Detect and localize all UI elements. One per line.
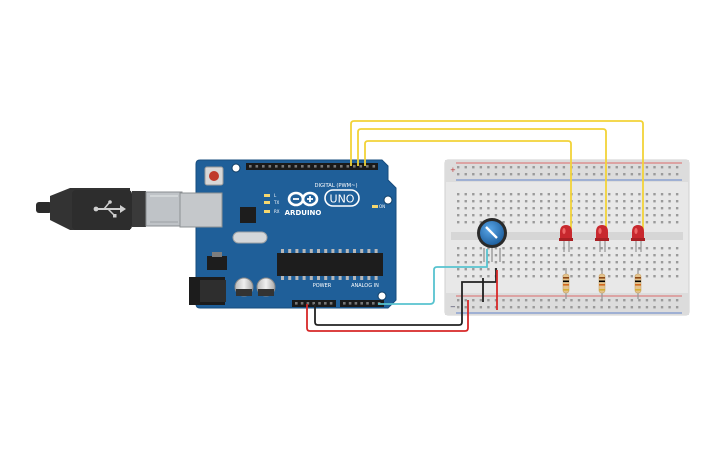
header-pin[interactable]: [318, 302, 321, 305]
rail-plus-label: +: [450, 166, 456, 174]
resistor[interactable]: [634, 268, 642, 299]
header-pin[interactable]: [300, 302, 304, 305]
header-pin[interactable]: [249, 165, 252, 168]
header-pin[interactable]: [343, 302, 346, 305]
tx-label: TX: [273, 200, 279, 205]
wire-led-1[interactable]: [364, 140, 572, 232]
header-pin[interactable]: [306, 302, 310, 305]
breadboard-holes[interactable]: [457, 166, 679, 309]
capacitor: [234, 277, 254, 297]
header-pin[interactable]: [295, 302, 298, 305]
header-pin[interactable]: [354, 302, 358, 305]
rx-label: RX: [274, 209, 280, 214]
arduino-logo: ARDUINO: [285, 191, 322, 217]
header-pin[interactable]: [327, 165, 330, 168]
reset-button[interactable]: [204, 166, 224, 186]
header-pin[interactable]: [301, 165, 304, 168]
on-led-label: ON: [379, 204, 385, 209]
rail-minus-label: −: [450, 303, 456, 311]
wire-led-3[interactable]: [350, 120, 644, 232]
header-pin[interactable]: [307, 165, 311, 168]
resistor[interactable]: [562, 268, 570, 299]
header-pin[interactable]: [275, 165, 278, 168]
header-pin[interactable]: [346, 165, 350, 168]
potentiometer[interactable]: [477, 218, 507, 262]
header-pin[interactable]: [281, 165, 285, 168]
atmega-chip: [277, 249, 383, 280]
tx-rx-leds: L TX RX ON: [264, 193, 385, 214]
digital-pin-row[interactable]: [249, 165, 376, 168]
voltage-regulator: [207, 252, 227, 270]
header-pin[interactable]: [320, 165, 324, 168]
header-pin[interactable]: [348, 302, 352, 305]
header-pin[interactable]: [372, 302, 375, 305]
header-pin[interactable]: [333, 165, 337, 168]
header-pin[interactable]: [324, 302, 327, 305]
header-pin[interactable]: [366, 302, 369, 305]
model-label: UNO: [330, 193, 355, 206]
wire-ground[interactable]: [314, 268, 497, 326]
red-led[interactable]: [631, 225, 645, 252]
red-led[interactable]: [559, 225, 573, 252]
signal-wires[interactable]: [350, 120, 644, 232]
header-pin[interactable]: [353, 165, 356, 168]
header-pin[interactable]: [255, 165, 259, 168]
crystal-oscillator: [232, 231, 268, 244]
header-pin[interactable]: [372, 165, 376, 168]
usb-cable[interactable]: [36, 188, 183, 230]
red-led[interactable]: [595, 225, 609, 252]
header-pin[interactable]: [340, 165, 343, 168]
header-pin[interactable]: [329, 302, 333, 305]
header-pin[interactable]: [359, 165, 363, 168]
brand-label: ARDUINO: [285, 209, 322, 217]
header-pin[interactable]: [314, 165, 317, 168]
header-pin[interactable]: [312, 302, 315, 305]
digital-header-label: DIGITAL (PWM~): [314, 183, 357, 189]
header-pin[interactable]: [294, 165, 298, 168]
power-header-label: POWER: [313, 283, 332, 289]
header-pin[interactable]: [366, 165, 369, 168]
digital-header: [246, 163, 378, 170]
resistor[interactable]: [598, 268, 606, 299]
header-pin[interactable]: [262, 165, 265, 168]
usb-icon: [93, 200, 126, 218]
usb-chip: [240, 207, 256, 223]
l-led-label: L: [274, 193, 277, 198]
capacitor: [256, 277, 276, 297]
uno-badge: UNO: [324, 189, 360, 207]
arduino-uno-board[interactable]: ARDUINO UNO DIGITAL (PWM~) L TX RX ON: [179, 159, 397, 309]
header-pin[interactable]: [268, 165, 272, 168]
wire-led-2[interactable]: [357, 128, 607, 232]
power-jack: [189, 277, 226, 305]
analog-header-label: ANALOG IN: [351, 283, 379, 289]
wire-power[interactable]: [306, 300, 469, 332]
header-pin[interactable]: [360, 302, 363, 305]
wire-analog[interactable]: [378, 249, 488, 305]
usb-jack: [179, 192, 223, 228]
header-pin[interactable]: [288, 165, 291, 168]
